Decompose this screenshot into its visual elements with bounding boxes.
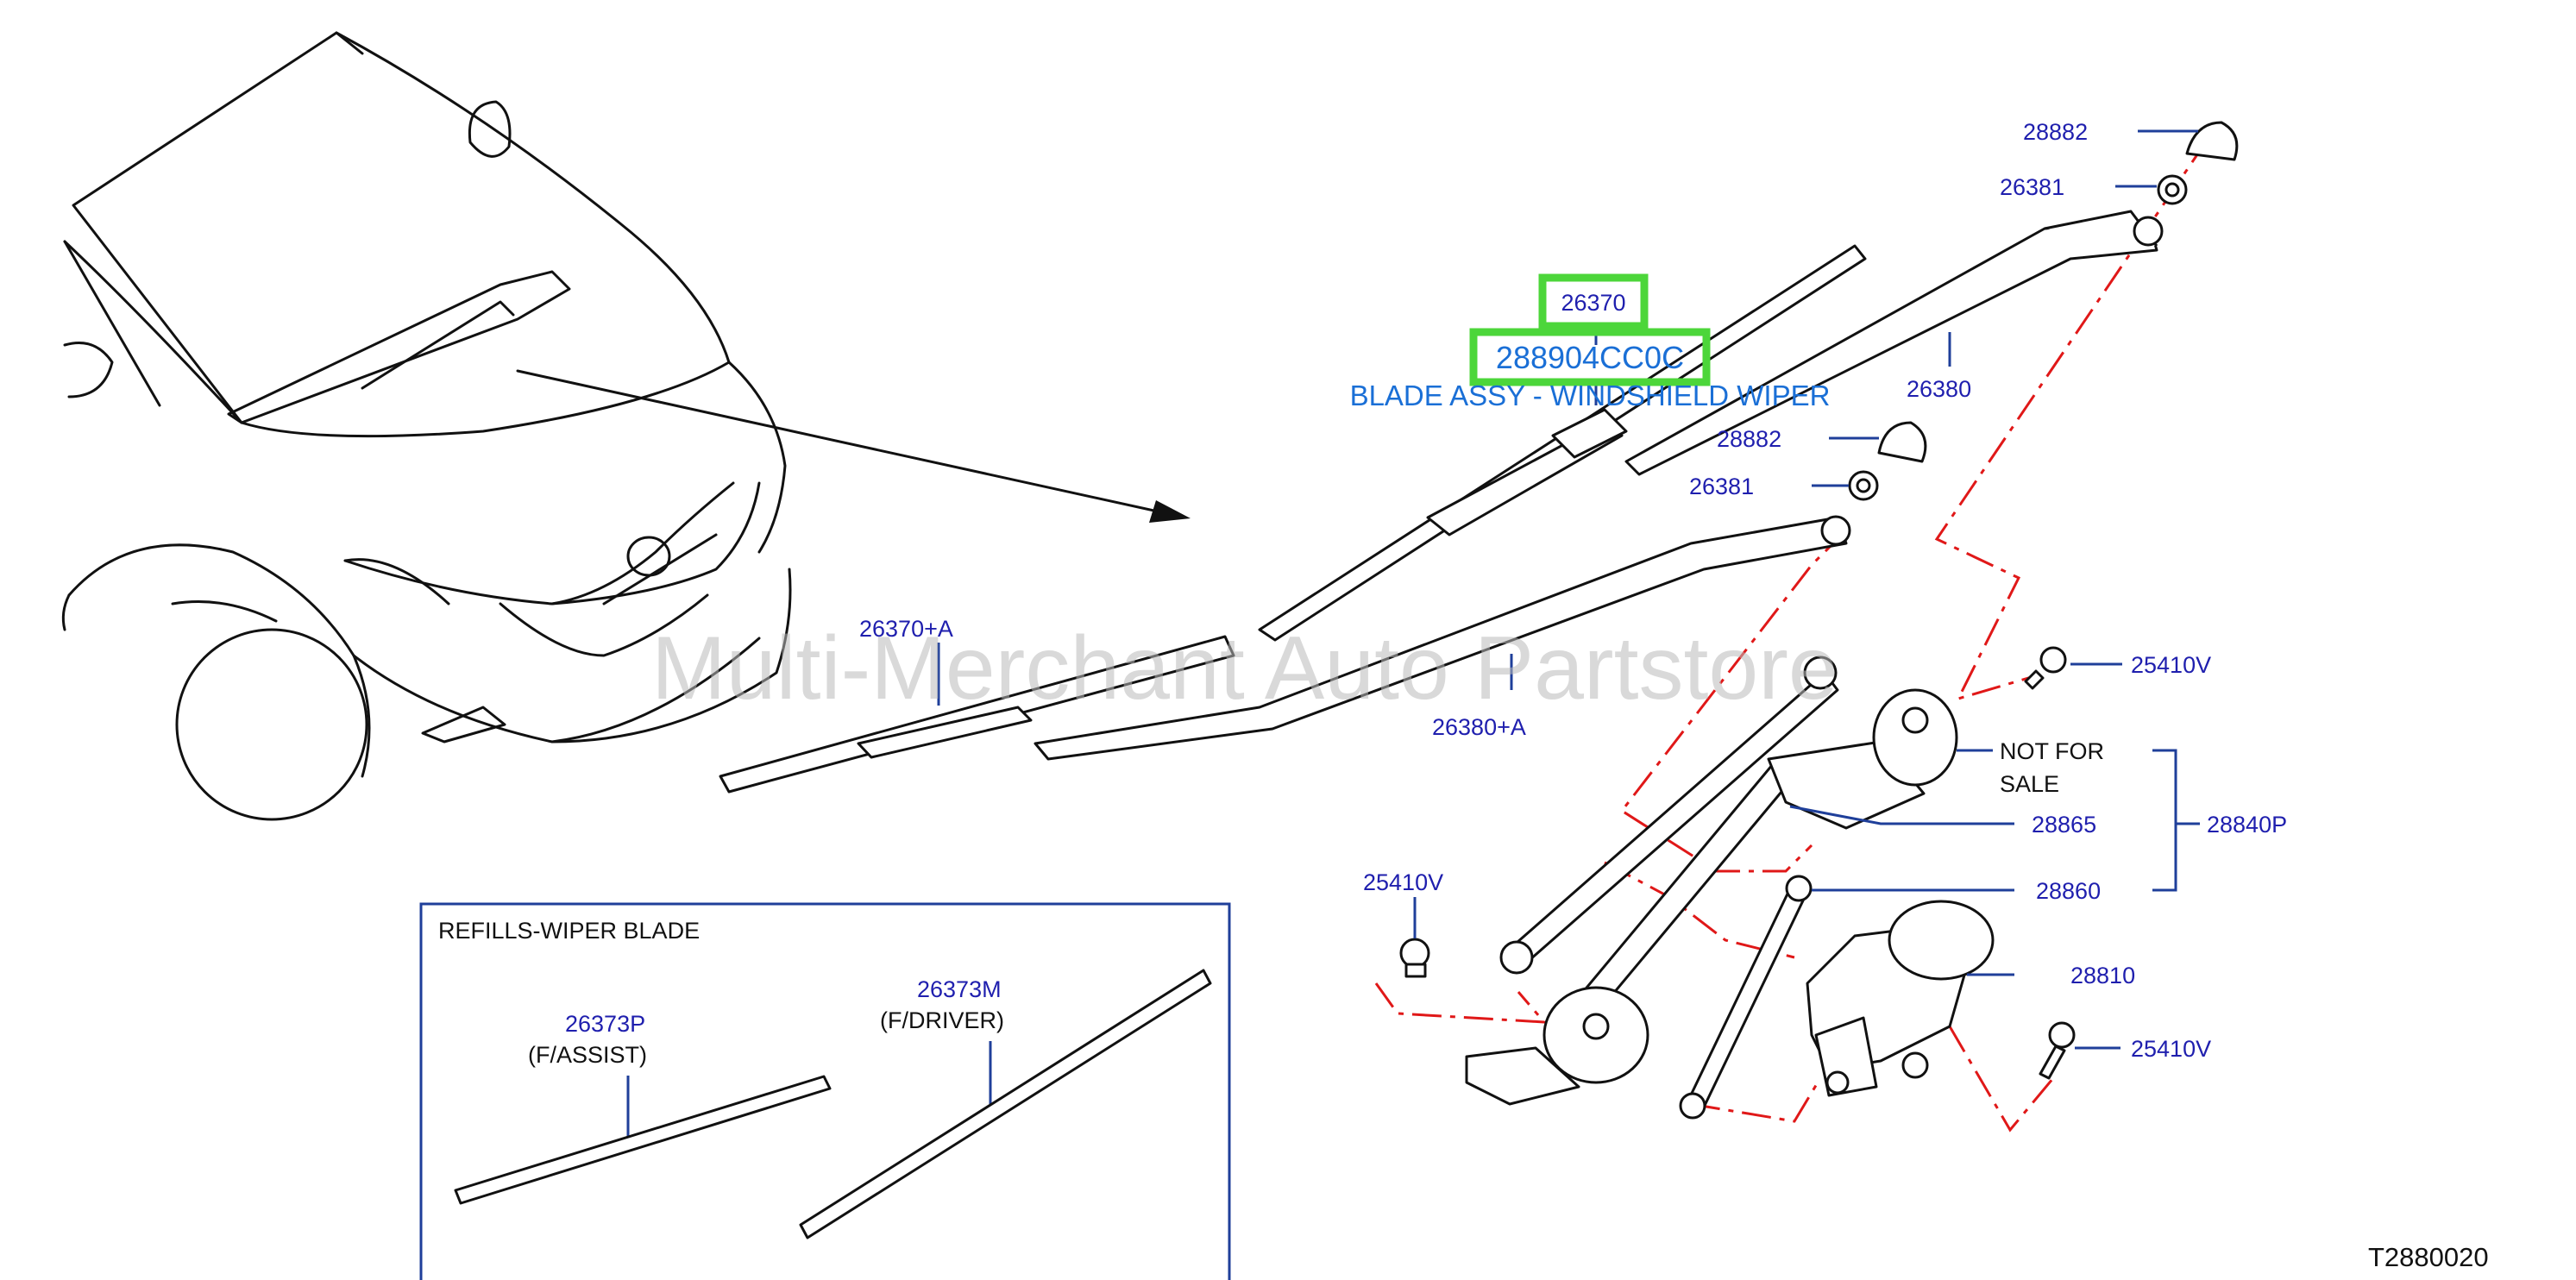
refills-inset: REFILLS-WIPER BLADE 26373P (F/ASSIST) 26…	[419, 902, 1231, 1280]
pivot-cap-mid[interactable]	[1877, 421, 1927, 463]
highlight-part-number[interactable]: 288904CC0C	[1496, 340, 1684, 375]
refill-assist-label: (F/ASSIST)	[528, 1042, 647, 1068]
callout-25410v-right-lower[interactable]: 25410V	[2131, 1036, 2211, 1062]
callout-25410v-left[interactable]: 25410V	[1363, 869, 1443, 895]
highlight-group[interactable]: 26370 288904CC0C BLADE ASSY - WINDSHIELD…	[1350, 273, 1831, 411]
highlight-ref-box[interactable]	[1538, 273, 1649, 330]
callout-26370a[interactable]: 26370+A	[859, 616, 953, 642]
leader-lines	[937, 129, 2200, 1050]
callout-28840p[interactable]: 28840P	[2207, 812, 2287, 838]
wiper-arm-assist[interactable]	[1034, 515, 1851, 761]
wiper-blade-assist[interactable]	[719, 635, 1235, 794]
pivot-cap-top[interactable]	[2185, 121, 2239, 161]
bolt-left[interactable]	[1399, 938, 1430, 978]
wiper-motor[interactable]	[1806, 900, 1995, 1097]
highlight-ref: 26370	[1561, 290, 1625, 316]
pivot-nut-mid[interactable]	[1848, 470, 1879, 501]
refill-driver-label: (F/DRIVER)	[880, 1007, 1004, 1033]
vehicle-illustration	[61, 31, 1191, 821]
callout-25410v-right-upper[interactable]: 25410V	[2131, 652, 2211, 678]
wiper-arm-driver[interactable]	[1624, 210, 2164, 476]
highlight-description: BLADE ASSY - WINDSHIELD WIPER	[1350, 380, 1831, 411]
bolt-right-upper[interactable]	[2024, 646, 2067, 690]
callout-28882-top[interactable]: 28882	[2023, 119, 2088, 145]
not-for-sale-line2: SALE	[2000, 771, 2059, 797]
refill-strip-assist[interactable]	[454, 1075, 832, 1205]
refill-assist-part[interactable]: 26373P	[565, 1011, 645, 1037]
callout-28810[interactable]: 28810	[2070, 963, 2135, 988]
callout-28860[interactable]: 28860	[2036, 878, 2101, 904]
wiper-link-rod[interactable]	[1679, 875, 1813, 1120]
callout-labels: 28882 26381 26380 28882 26381 26370+A 26…	[859, 119, 2287, 1062]
refills-title: REFILLS-WIPER BLADE	[438, 918, 700, 944]
pivot-nut-top[interactable]	[2157, 174, 2188, 205]
callout-26380a[interactable]: 26380+A	[1432, 714, 1526, 740]
refill-driver-part[interactable]: 26373M	[917, 976, 1002, 1002]
not-for-sale-line1: NOT FOR	[2000, 738, 2104, 764]
callout-26381-mid[interactable]: 26381	[1689, 474, 1754, 499]
wiper-blade-driver[interactable]	[1258, 244, 1867, 642]
callout-28865[interactable]: 28865	[2032, 812, 2096, 838]
highlight-part-box[interactable]	[1469, 328, 1711, 386]
callout-26381-top[interactable]: 26381	[2000, 174, 2064, 200]
refill-strip-driver[interactable]	[799, 969, 1212, 1239]
watermark: Multi-Merchant Auto Partstore	[651, 618, 1838, 718]
bolt-right-lower[interactable]	[2039, 1021, 2076, 1080]
callout-26380[interactable]: 26380	[1907, 376, 1971, 402]
diagram-code: T2880020	[2368, 1242, 2489, 1272]
wiper-linkage-assembly[interactable]	[1465, 656, 1958, 1106]
callout-28882-mid[interactable]: 28882	[1717, 426, 1781, 452]
